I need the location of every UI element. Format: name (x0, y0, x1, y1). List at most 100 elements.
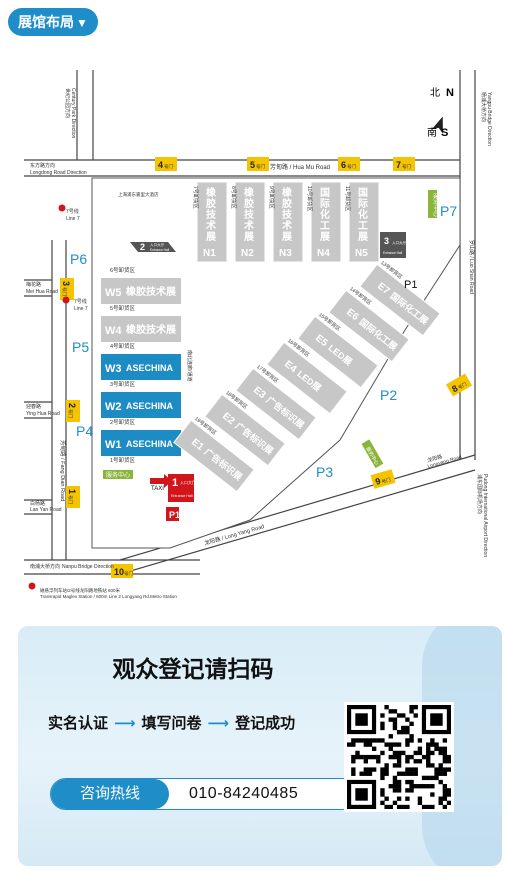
svg-text:Entrance Hall: Entrance Hall (383, 251, 402, 255)
metro-note: 磁悬浮列车站/2号线龙阳路地铁站 600米 (40, 587, 121, 594)
gate-number: 1 (67, 489, 77, 494)
qr-module (380, 750, 385, 756)
qr-module (396, 742, 402, 747)
metro-icon (58, 204, 66, 212)
qr-module (392, 721, 398, 726)
longyang-road: 龙阳路 (427, 453, 443, 464)
svg-text:3: 3 (384, 236, 389, 246)
qr-module (426, 804, 431, 810)
gate-3: 3号门 (60, 278, 74, 300)
road-bottom-left-en: Nanpu Bridge Direction (62, 564, 114, 570)
qr-module (351, 771, 356, 776)
hall-name-char: 术 (205, 219, 216, 232)
qr-module (384, 796, 389, 801)
compass-south: 南 (427, 126, 437, 139)
hotline-number[interactable]: 010-84240485 (189, 785, 299, 802)
qr-module (380, 771, 385, 776)
banner-title: 观众登记请扫码 (112, 656, 274, 682)
century-dir: 世纪公园方向 (64, 88, 71, 118)
qr-module (371, 754, 377, 760)
hall-name-char: 展 (282, 231, 292, 243)
qr-module (355, 754, 360, 760)
compass-north: 北 (430, 87, 440, 99)
qr-module (409, 771, 414, 776)
hall-name-char: 化 (320, 208, 330, 221)
qr-module (409, 721, 414, 726)
qr-module (359, 771, 364, 776)
qr-module (363, 759, 368, 764)
qr-module (351, 738, 356, 743)
qr-code-icon (347, 705, 452, 810)
hall-name-char: 技 (282, 208, 293, 221)
arrow-right-icon: ⟶ (114, 715, 136, 732)
qr-module (438, 763, 443, 768)
qr-module (388, 746, 393, 751)
compass-south-en: S (441, 127, 448, 139)
road-label-north-en: Longdong Road Direction (30, 170, 87, 176)
qr-module (401, 713, 406, 718)
qr-module (409, 738, 414, 743)
qr-module (380, 788, 385, 793)
qr-module (430, 750, 435, 756)
hall-id: W3 (105, 363, 122, 375)
qr-module (396, 763, 402, 768)
hall-w3: W3 ASECHINA (101, 354, 181, 380)
hotline-pill: 咨询热线 010-84240485 (50, 778, 358, 810)
hall-name-char: 橡 (282, 186, 292, 199)
yangpu-dir: 杨浦大桥方向 (480, 92, 487, 122)
qr-module (421, 784, 427, 789)
metro-note-en: Transrapid Maglev Station / 600m Line 2 … (40, 594, 177, 599)
qr-module (388, 717, 393, 722)
section-title-badge: 展馆布局▼ (8, 8, 98, 36)
qr-module (417, 738, 423, 743)
qr-module (438, 746, 443, 751)
svg-text:入口大厅: 入口大厅 (180, 479, 196, 485)
qr-module (430, 804, 435, 810)
qr-module (401, 804, 406, 810)
compass: 北 N 南 S (427, 87, 454, 139)
road-west-1: 梅花路 (26, 281, 41, 288)
registration-steps: 实名认证⟶填写问卷⟶登记成功 (48, 712, 295, 733)
roads (24, 70, 476, 575)
qr-module (405, 742, 410, 747)
qr-code[interactable] (344, 702, 454, 812)
qr-module (392, 784, 398, 789)
qr-module (442, 788, 448, 793)
qr-module (409, 709, 414, 714)
qr-module (371, 767, 377, 772)
qr-module (421, 754, 427, 760)
qr-module (384, 742, 389, 747)
hall-name-char: 展 (206, 231, 216, 243)
entrance-3: 3 入口大厅 Entrance Hall (380, 232, 407, 258)
qr-module (438, 750, 443, 756)
qr-module (438, 800, 443, 806)
hall-name: 橡胶技术展 (126, 285, 176, 298)
qr-module (396, 754, 402, 760)
svg-text:入口大厅: 入口大厅 (392, 240, 407, 245)
hall-name: ASECHINA (126, 363, 174, 373)
qr-module (421, 775, 427, 781)
svg-text:1: 1 (172, 477, 178, 489)
qr-module (426, 746, 431, 751)
compass-arrow-icon (431, 116, 443, 134)
century-dir-en: Century Park Direction (70, 88, 76, 139)
line7-label: 7号线 (66, 208, 79, 215)
road-west-1-en: Mei Hua Road (26, 289, 58, 295)
qr-module (442, 750, 448, 756)
hall-id: W2 (105, 401, 122, 413)
hall-name-char: 际 (320, 198, 330, 210)
step-2: 填写问卷 (141, 715, 202, 732)
metro-icon-3 (28, 582, 36, 590)
qr-module (401, 729, 406, 735)
qr-module (396, 804, 402, 810)
metro-icon-2 (62, 296, 70, 304)
qr-module (355, 750, 360, 756)
qr-module (446, 759, 452, 764)
qr-module (430, 775, 435, 781)
gate-8: 8号门 (445, 373, 473, 397)
qr-module (380, 767, 385, 772)
